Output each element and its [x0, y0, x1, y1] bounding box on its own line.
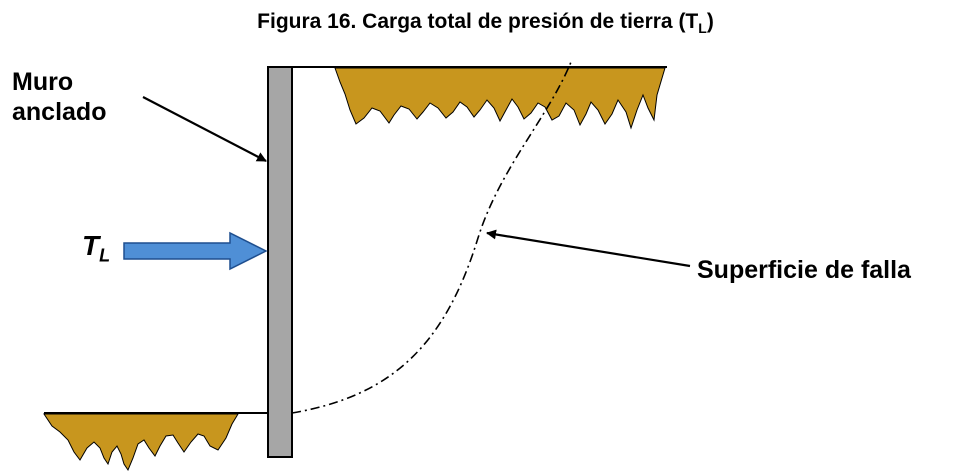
force-label: TL — [82, 230, 111, 266]
wall-label-line2: anclado — [12, 98, 107, 126]
wall-pointer-arrow — [142, 96, 267, 162]
failure-surface-label: Superficie de falla — [697, 256, 911, 284]
failure-pointer-arrow — [486, 229, 691, 268]
figure-caption: Figura 16. Carga total de presión de tie… — [257, 10, 714, 37]
wall-label: Muro anclado — [12, 67, 106, 127]
soil-upper — [334, 67, 666, 130]
anchored-wall — [267, 66, 293, 458]
force-arrow — [123, 231, 268, 271]
wall-label-line1: Muro — [12, 68, 74, 96]
soil-lower — [43, 413, 239, 472]
failure-surface-curve — [291, 61, 572, 414]
